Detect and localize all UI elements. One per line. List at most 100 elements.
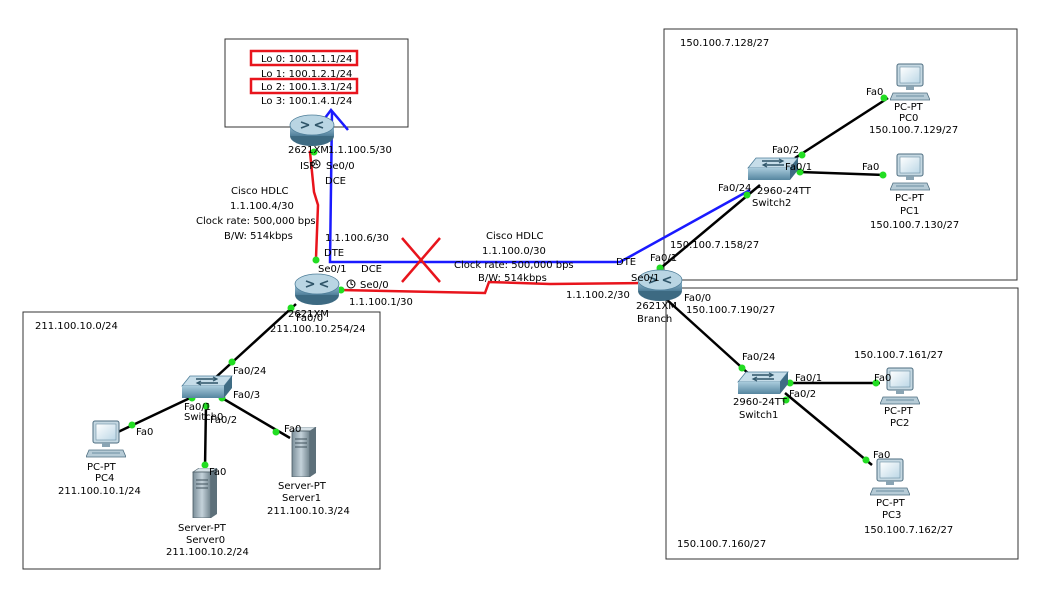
sw0-fa02-label: Fa0/2 bbox=[210, 415, 237, 426]
server1-type-label: Server-PT bbox=[278, 481, 327, 492]
area-label-top-right: 150.100.7.128/27 bbox=[680, 38, 769, 49]
server0-ip-label: 211.100.10.2/24 bbox=[166, 547, 249, 558]
pc3-fa0-label: Fa0 bbox=[873, 450, 890, 461]
switch1-icon[interactable] bbox=[737, 371, 789, 395]
pc3-icon[interactable] bbox=[870, 458, 910, 496]
link-branch-switch1[interactable] bbox=[664, 297, 751, 376]
hq-serial-port-se01: Se0/1 bbox=[318, 264, 347, 275]
wan-link-encap: Cisco HDLC bbox=[486, 231, 544, 242]
pc0-type-label: PC-PT bbox=[894, 102, 924, 113]
branch-fa00-ip: 150.100.7.190/27 bbox=[686, 305, 775, 316]
link-switch0-server0[interactable] bbox=[203, 403, 208, 469]
sw2-fa02-label: Fa0/2 bbox=[772, 145, 799, 156]
sw0-fa024-label: Fa0/24 bbox=[233, 366, 266, 377]
isp-loopbacks: Lo 0: 100.1.1.1/24 Lo 1: 100.1.2.1/24 Lo… bbox=[249, 49, 359, 107]
switch0-icon[interactable] bbox=[181, 375, 233, 399]
port-dot bbox=[879, 171, 887, 179]
branch-labels: 2621XM Branch Fa0/1 150.100.7.158/27 Fa0… bbox=[636, 240, 775, 325]
pc4-type-label: PC-PT bbox=[87, 462, 117, 473]
port-dot bbox=[798, 151, 806, 159]
wan-link-clock: Clock rate: 500,000 bps bbox=[454, 260, 574, 271]
isp-name-label: ISP bbox=[300, 161, 315, 172]
pc0-ip-label: 150.100.7.129/27 bbox=[869, 125, 958, 136]
sw0-fa01-label: Fa0/1 bbox=[184, 402, 211, 413]
clock-icons bbox=[311, 159, 356, 289]
pc2-ip-label: 150.100.7.161/27 bbox=[854, 350, 943, 361]
sw1-fa02-label: Fa0/2 bbox=[789, 389, 816, 400]
hq-router-icon[interactable] bbox=[294, 273, 340, 306]
pc4-fa0-label: Fa0 bbox=[136, 427, 153, 438]
port-dot bbox=[743, 191, 751, 199]
isp-link-network: 1.1.100.4/30 bbox=[230, 201, 294, 212]
top-right-lan-labels: Fa0/24 Fa0/2 Fa0/1 2960-24TT Switch2 Fa0… bbox=[718, 87, 959, 231]
area-label-bottom-left: 211.100.10.0/24 bbox=[35, 321, 118, 332]
link-hq-switch0[interactable] bbox=[214, 303, 297, 379]
area-top-right bbox=[663, 28, 1018, 281]
server1-fa0-label: Fa0 bbox=[284, 424, 301, 435]
sw0-fa03-label: Fa0/3 bbox=[233, 390, 260, 401]
hq-wan-ip: 1.1.100.1/30 bbox=[349, 297, 413, 308]
hq-wan-port: Se0/0 bbox=[360, 280, 389, 291]
branch-fa01-label: Fa0/1 bbox=[650, 253, 677, 264]
isp-serial-role: DCE bbox=[325, 176, 346, 187]
link-switch1-pc3[interactable] bbox=[784, 392, 873, 466]
switch2-model-label: 2960-24TT bbox=[757, 186, 812, 197]
isp-router-icon[interactable] bbox=[289, 114, 335, 147]
pc3-ip-label: 150.100.7.162/27 bbox=[864, 525, 953, 536]
port-dot bbox=[128, 421, 136, 429]
pc2-fa0-label: Fa0 bbox=[874, 373, 891, 384]
sw2-fa01-label: Fa0/1 bbox=[785, 162, 812, 173]
hq-serial-ip: 1.1.100.6/30 bbox=[325, 233, 389, 244]
pc3-name-label: PC3 bbox=[882, 510, 901, 521]
isp-link-bw: B/W: 514kbps bbox=[224, 231, 293, 242]
link-switch0-pc4[interactable] bbox=[117, 396, 191, 434]
hq-wan-role: DCE bbox=[361, 264, 382, 275]
port-dot bbox=[201, 461, 209, 469]
link-branch-switch2[interactable] bbox=[655, 184, 761, 273]
port-dot bbox=[782, 396, 790, 404]
sw1-fa024-label: Fa0/24 bbox=[742, 352, 775, 363]
isp-link-encap: Cisco HDLC bbox=[231, 186, 289, 197]
port-dot bbox=[337, 286, 345, 294]
port-dot bbox=[738, 364, 746, 372]
hq-lan-labels: 2621XM Fa0/0 211.100.10.254/24 Fa0/24 Fa… bbox=[58, 309, 366, 558]
sw1-fa01-label: Fa0/1 bbox=[795, 373, 822, 384]
area-bottom-left bbox=[22, 311, 381, 570]
port-dot bbox=[310, 148, 318, 156]
pc3-type-label: PC-PT bbox=[876, 498, 906, 509]
loopback-lo3: Lo 3: 100.1.4.1/24 bbox=[261, 96, 352, 107]
port-indicators bbox=[128, 94, 888, 469]
pc2-name-label: PC2 bbox=[890, 418, 909, 429]
server0-fa0-label: Fa0 bbox=[209, 467, 226, 478]
pc1-type-label: PC-PT bbox=[895, 193, 925, 204]
branch-wan-port: Se0/1 bbox=[631, 273, 660, 284]
loopback-highlight-box bbox=[249, 77, 359, 95]
server1-ip-label: 211.100.10.3/24 bbox=[267, 506, 350, 517]
switch1-model-label: 2960-24TT bbox=[733, 397, 788, 408]
pc0-icon[interactable] bbox=[890, 63, 930, 101]
hq-model-label: 2621XM bbox=[288, 309, 329, 320]
pc0-name-label: PC0 bbox=[899, 113, 918, 124]
isp-serial-ip: 1.1.100.5/30 bbox=[328, 145, 392, 156]
link-switch2-pc1[interactable] bbox=[799, 170, 886, 177]
hq-serial-role: DTE bbox=[324, 248, 344, 259]
pc1-icon[interactable] bbox=[890, 153, 930, 191]
loopback-highlight-box bbox=[249, 49, 359, 67]
clock-icon bbox=[311, 159, 321, 169]
link-switch2-pc0[interactable] bbox=[794, 96, 889, 160]
hq-fa00-label: Fa0/0 bbox=[296, 313, 323, 324]
devices bbox=[86, 63, 930, 518]
link-hq-branch[interactable] bbox=[339, 280, 644, 295]
pc1-ip-label: 150.100.7.130/27 bbox=[870, 220, 959, 231]
port-dot bbox=[796, 168, 804, 176]
isp-link-clock: Clock rate: 500,000 bps bbox=[196, 216, 316, 227]
switch1-name-label: Switch1 bbox=[739, 410, 778, 421]
pc0-fa0-label: Fa0 bbox=[866, 87, 883, 98]
pc4-icon[interactable] bbox=[86, 420, 126, 458]
branch-fa01-ip: 150.100.7.158/27 bbox=[670, 240, 759, 251]
pc4-name-label: PC4 bbox=[95, 473, 114, 484]
port-dot bbox=[312, 256, 320, 264]
port-dot bbox=[272, 428, 280, 436]
port-dot bbox=[202, 402, 210, 410]
